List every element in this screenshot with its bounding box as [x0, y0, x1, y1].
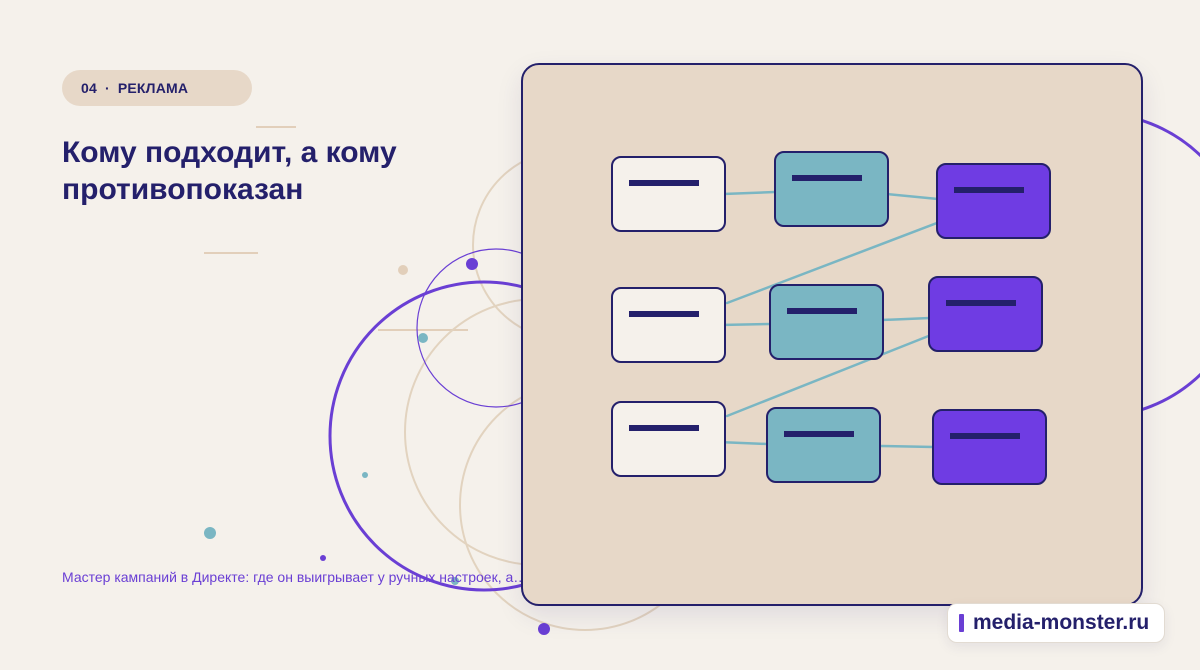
- diagram-node: [928, 276, 1043, 352]
- article-caption: Мастер кампаний в Директе: где он выигры…: [62, 569, 528, 585]
- diagram-node: [611, 156, 726, 232]
- section-badge: 04 · РЕКЛАМА: [62, 70, 252, 106]
- diagram-node: [611, 287, 726, 363]
- diagram-node: [611, 401, 726, 477]
- section-label: РЕКЛАМА: [117, 80, 189, 96]
- brand-name: media-monster.ru: [973, 611, 1150, 634]
- flow-diagram: [611, 151, 1051, 485]
- diagram-card: [521, 63, 1143, 606]
- diagram-node: [774, 151, 889, 227]
- page-title: Кому подходит, а кому противопоказан: [62, 136, 397, 206]
- badge-separator: ·: [104, 80, 110, 96]
- diagram-node: [769, 284, 884, 360]
- diagram-node: [932, 409, 1047, 485]
- brand-badge[interactable]: media-monster.ru: [947, 603, 1165, 643]
- section-number: 04: [81, 80, 97, 96]
- diagram-node: [936, 163, 1051, 239]
- diagram-node: [766, 407, 881, 483]
- brand-accent-bar: [959, 614, 964, 632]
